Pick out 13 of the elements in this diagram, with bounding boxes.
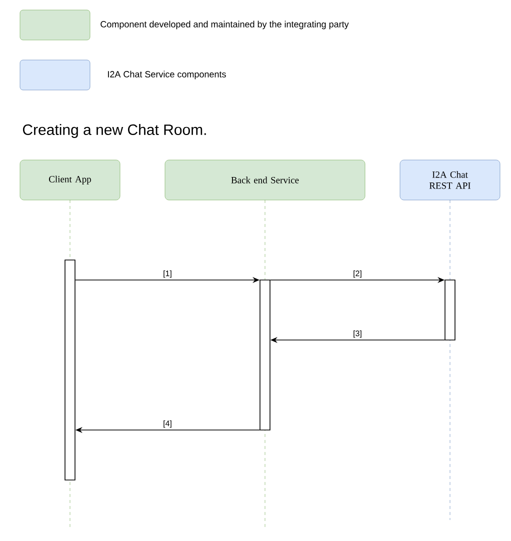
edge-label: [3]	[352, 329, 363, 339]
legend-text: Component developed and maintained by the integrating party	[100, 20, 349, 30]
edge-label: [2]	[352, 269, 363, 279]
activation-bar	[260, 280, 270, 430]
activation-bar	[444, 280, 456, 340]
title: Creating a new Chat Room.	[22, 124, 206, 138]
participant-box: I2A Chat REST API	[400, 160, 500, 200]
legend-text: I2A Chat Service components	[108, 70, 226, 80]
participant-box: Client App	[20, 160, 120, 200]
participant-box: Back end Service	[164, 160, 366, 200]
activation-bar	[64, 260, 76, 480]
edge-label: [1]	[162, 269, 173, 279]
edge-label: [4]	[162, 419, 173, 429]
